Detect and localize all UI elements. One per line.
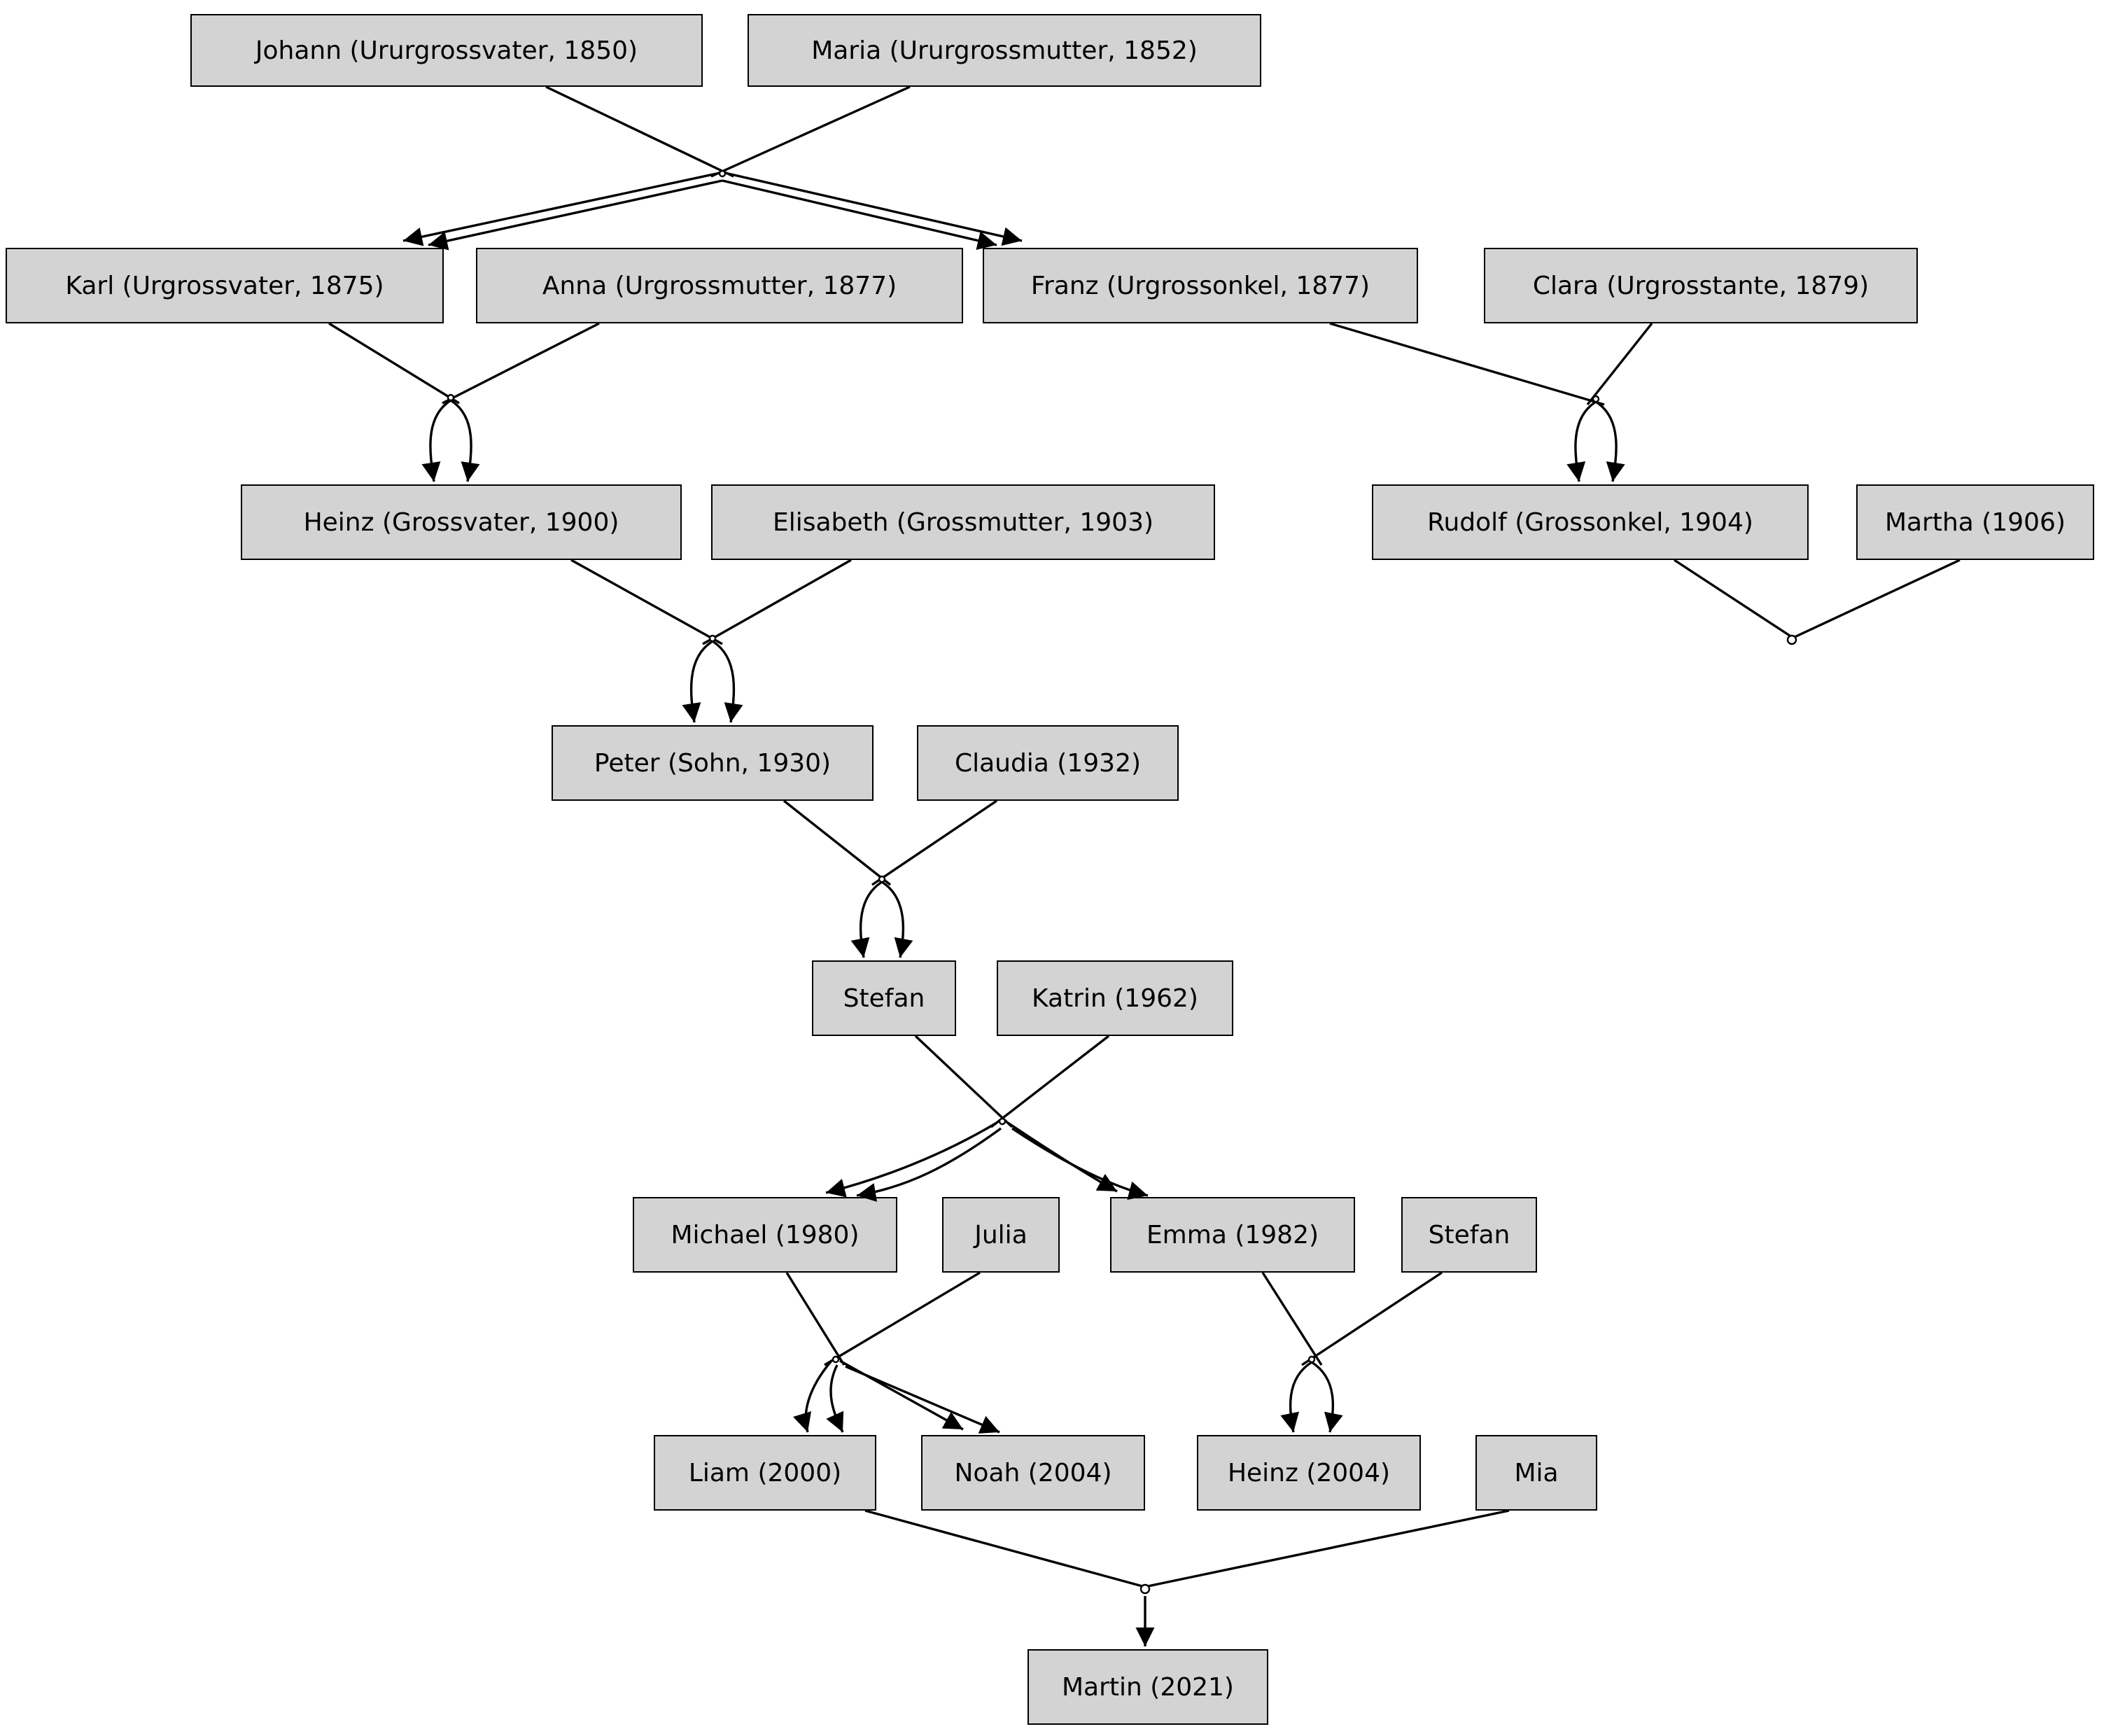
node-michael: Michael (1980) xyxy=(633,1197,897,1273)
parent-child-edge xyxy=(1566,400,1597,482)
spouse-edge xyxy=(785,1272,846,1366)
union-junction-dot xyxy=(832,1355,840,1364)
node-clara: Clara (Urgrosstante, 1879) xyxy=(1484,248,1918,323)
node-peter: Peter (Sohn, 1930) xyxy=(552,725,874,801)
union-junction-dot xyxy=(1592,395,1600,403)
union-junction-dot xyxy=(718,169,727,178)
parent-child-edge xyxy=(450,399,480,482)
node-franz: Franz (Urgrossonkel, 1877) xyxy=(983,248,1418,323)
spouse-edge xyxy=(783,799,892,886)
spouse-edge xyxy=(1301,1271,1443,1366)
spouse-edge xyxy=(570,559,723,645)
node-rudolf: Rudolf (Grossonkel, 1904) xyxy=(1372,484,1809,560)
spouse-edge xyxy=(710,85,911,178)
union-junction-dot xyxy=(1139,1583,1151,1595)
parent-child-edge xyxy=(727,172,1023,246)
node-johann: Johann (Ururgrossvater, 1850) xyxy=(190,14,703,87)
node-maria: Maria (Ururgrossmutter, 1852) xyxy=(748,14,1261,87)
node-liam: Liam (2000) xyxy=(654,1435,876,1511)
spouse-edge xyxy=(1674,559,1793,638)
spouse-edge xyxy=(328,322,460,405)
node-anna: Anna (Urgrossmutter, 1877) xyxy=(476,248,963,323)
union-junction-dot xyxy=(447,393,455,402)
parent-child-edge xyxy=(850,881,883,958)
node-stefan2: Stefan xyxy=(1401,1197,1537,1273)
spouse-edge xyxy=(990,1035,1110,1128)
node-katrin: Katrin (1962) xyxy=(997,960,1233,1036)
parent-child-edge xyxy=(682,640,713,723)
union-junction-dot xyxy=(1786,634,1797,645)
node-mia: Mia xyxy=(1475,1435,1597,1511)
parent-child-edge xyxy=(712,640,743,723)
node-heinz: Heinz (Grossvater, 1900) xyxy=(241,484,682,560)
node-stefan1: Stefan xyxy=(812,960,956,1036)
parent-child-edge xyxy=(793,1359,833,1433)
parent-child-edge xyxy=(845,1365,1000,1434)
parent-child-edge xyxy=(826,1364,844,1433)
union-junction-dot xyxy=(708,634,717,643)
parent-child-edge xyxy=(722,179,997,251)
node-emma: Emma (1982) xyxy=(1110,1197,1355,1273)
union-junction-dot xyxy=(1307,1355,1316,1364)
parent-child-edge xyxy=(1011,1127,1149,1200)
union-junction-dot xyxy=(878,875,886,883)
union-junction-dot xyxy=(998,1117,1007,1126)
node-heinz2: Heinz (2004) xyxy=(1197,1435,1421,1511)
spouse-edge xyxy=(1586,322,1653,406)
parent-child-edge xyxy=(825,1121,997,1198)
node-karl: Karl (Urgrossvater, 1875) xyxy=(6,248,444,323)
spouse-edge xyxy=(1147,1509,1510,1588)
node-martin: Martin (2021) xyxy=(1028,1649,1268,1725)
parent-child-edge xyxy=(1311,1361,1343,1433)
spouse-edge xyxy=(702,559,852,645)
spouse-edge xyxy=(1261,1272,1323,1366)
spouse-edge xyxy=(442,322,600,405)
parent-child-edge xyxy=(881,881,913,958)
spouse-edge xyxy=(871,799,997,886)
spouse-edge xyxy=(1329,322,1605,406)
spouse-edge xyxy=(545,85,734,178)
parent-child-edge xyxy=(1595,400,1625,482)
parent-child-edge xyxy=(1280,1361,1312,1433)
node-noah: Noah (2004) xyxy=(921,1435,1145,1511)
node-claudia: Claudia (1932) xyxy=(917,725,1179,801)
parent-child-edge xyxy=(1007,1121,1118,1193)
parent-child-edge xyxy=(428,179,723,251)
parent-child-edge xyxy=(839,1359,964,1431)
node-julia: Julia xyxy=(942,1197,1060,1273)
spouse-edge xyxy=(1794,559,1961,638)
node-martha: Martha (1906) xyxy=(1856,484,2094,560)
node-elisabeth: Elisabeth (Grossmutter, 1903) xyxy=(711,484,1215,560)
parent-child-edge xyxy=(856,1127,1002,1202)
spouse-edge xyxy=(914,1035,1014,1128)
parent-child-edge xyxy=(402,172,717,246)
parent-child-edge xyxy=(421,399,451,482)
spouse-edge xyxy=(864,1509,1143,1588)
spouse-edge xyxy=(824,1271,981,1366)
